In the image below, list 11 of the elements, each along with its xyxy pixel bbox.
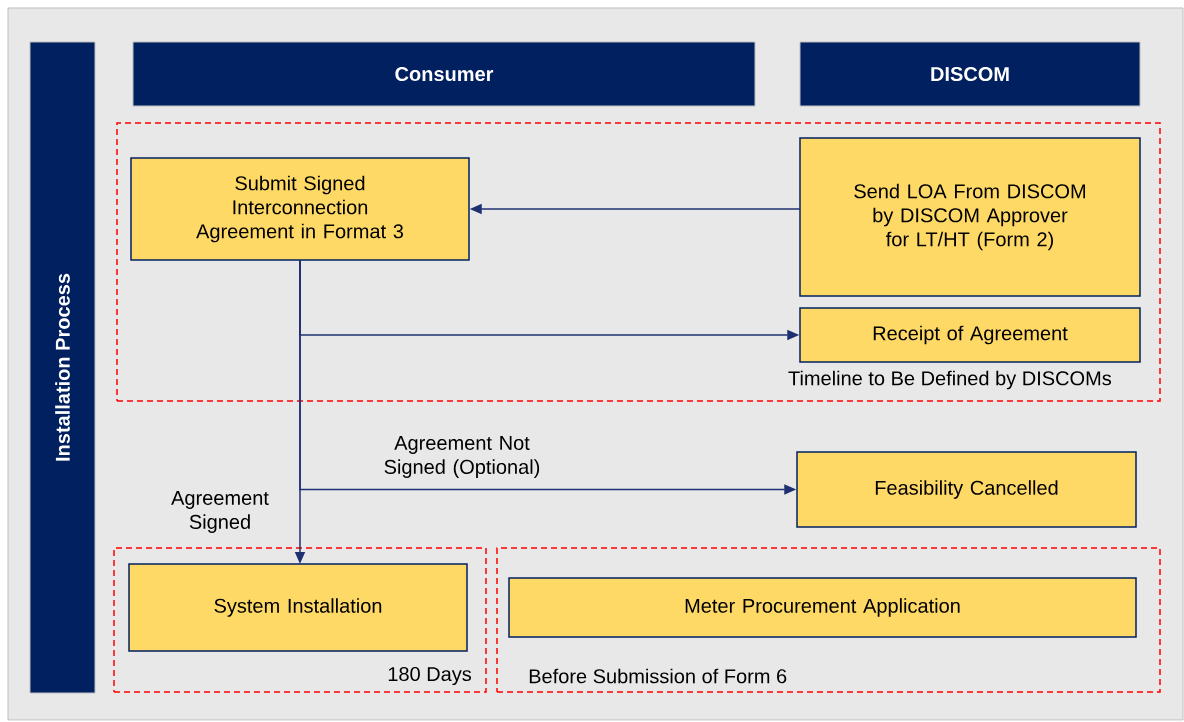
column-header: Consumer <box>132 41 756 107</box>
process-box: Submit Signed Interconnection Agreement in Format 3 <box>130 157 470 261</box>
process-box: System Installation <box>128 563 468 652</box>
edge-label: Agreement Signed <box>171 491 269 533</box>
process-box: Meter Procurement Application <box>508 577 1137 638</box>
process-box: Feasibility Cancelled <box>796 451 1137 528</box>
column-header: DISCOM <box>799 41 1141 107</box>
side-band: Installation Process <box>29 41 96 694</box>
process-box: Send LOA From DISCOM by DISCOM Approver for LT/HT (Form 2) <box>799 137 1141 297</box>
edge-label: Agreement Not Signed (Optional) <box>384 436 540 478</box>
process-box: Receipt of Agreement <box>799 307 1141 363</box>
